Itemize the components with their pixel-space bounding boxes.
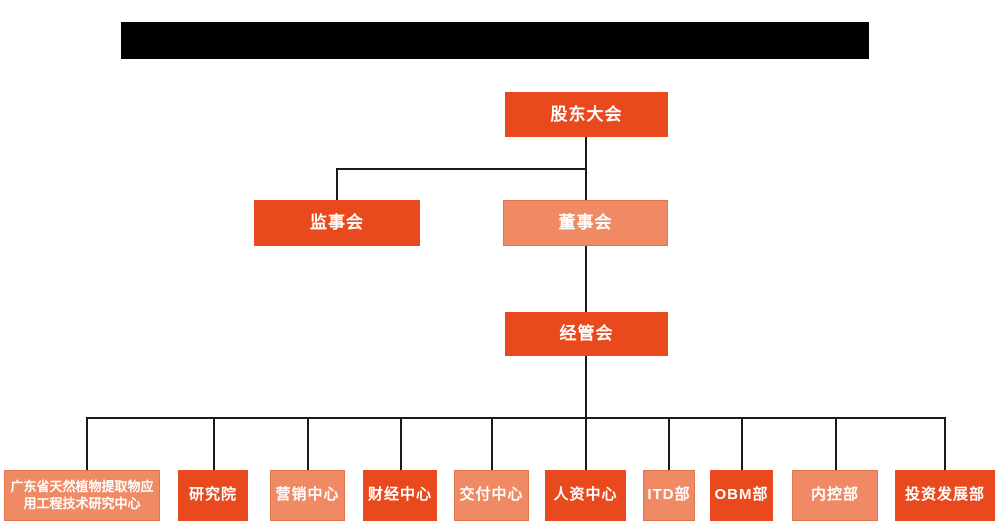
org-node-label: 交付中心 [459, 486, 524, 504]
org-node-label: 财经中心 [367, 486, 432, 504]
connector-drop-internal-control-dept [835, 417, 837, 470]
connector-drop-marketing-center [307, 417, 309, 470]
connector-drop-delivery-center [491, 417, 493, 470]
connector-drop-research-center [86, 417, 88, 470]
org-node-label: 投资发展部 [904, 486, 985, 504]
org-node-hr-center: 人资中心 [545, 470, 626, 521]
org-node-investment-development-dept: 投资发展部 [895, 470, 995, 521]
org-node-label-line-2: 用工程技术研究中心 [23, 495, 141, 511]
org-node-finance-center: 财经中心 [363, 470, 437, 521]
org-node-label: 人资中心 [553, 486, 618, 504]
org-node-label: 营销中心 [275, 486, 340, 504]
connector-board-to-management [585, 246, 587, 312]
org-node-management-committee: 经管会 [505, 312, 668, 356]
org-node-research-center: 广东省天然植物提取物应 用工程技术研究中心 [4, 470, 160, 521]
org-node-supervisory-board: 监事会 [254, 200, 420, 246]
org-node-delivery-center: 交付中心 [454, 470, 529, 521]
connector-drop-research-institute [213, 417, 215, 470]
redacted-title-bar [121, 22, 869, 59]
org-node-label-line-1: 广东省天然植物提取物应 [10, 479, 154, 495]
org-node-internal-control-dept: 内控部 [792, 470, 878, 521]
connector-drop-investment-dept [944, 417, 946, 470]
org-node-shareholders-meeting: 股东大会 [505, 92, 668, 137]
org-node-label: 股东大会 [550, 104, 623, 124]
org-node-label: 经管会 [559, 324, 614, 344]
org-node-label: 董事会 [558, 213, 613, 233]
org-node-itd-dept: ITD部 [643, 470, 695, 521]
org-node-board-of-directors: 董事会 [503, 200, 668, 246]
org-node-marketing-center: 营销中心 [270, 470, 345, 521]
org-node-label: 监事会 [310, 213, 364, 233]
connector-drop-finance-center [400, 417, 402, 470]
connector-drop-supervisory [336, 168, 338, 200]
connector-drop-itd-dept [668, 417, 670, 470]
org-node-label: 内控部 [810, 486, 859, 504]
connector-branch-supervisory [336, 168, 587, 170]
org-node-research-institute: 研究院 [178, 470, 248, 521]
connector-department-bus [86, 417, 946, 419]
connector-management-to-bus [585, 356, 587, 470]
org-node-obm-dept: OBM部 [710, 470, 773, 521]
connector-drop-obm-dept [741, 417, 743, 470]
org-node-label: ITD部 [647, 486, 691, 504]
org-node-label: OBM部 [714, 486, 769, 504]
org-node-label: 研究院 [188, 486, 237, 504]
